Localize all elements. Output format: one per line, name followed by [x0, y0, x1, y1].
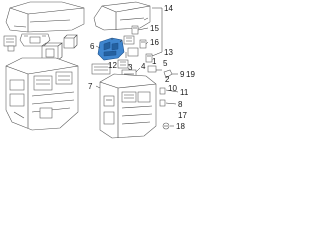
callout-11: 11	[180, 88, 189, 97]
fuse-8	[159, 99, 166, 107]
callout-5: 5	[163, 59, 168, 68]
small-relay-center	[63, 34, 78, 49]
callout-19: 19	[186, 70, 195, 79]
fuse-box-cover	[5, 1, 85, 33]
callout-9: 9	[180, 70, 185, 79]
callout-15: 15	[150, 24, 159, 33]
junction-box-cover	[93, 1, 151, 31]
fuse-15	[131, 25, 139, 35]
callout-labels: 14 15 16 13 6 12 3 4 1 5 9 2 7 11 10 8 1…	[88, 4, 195, 131]
callout-7: 7	[88, 82, 93, 91]
main-fuse-block	[99, 73, 157, 139]
callout-1: 1	[152, 57, 157, 66]
highlighted-relay-block	[97, 37, 125, 61]
connector-bracket	[19, 33, 51, 47]
relay-block-left	[3, 35, 17, 52]
parts-diagram: 14 15 16 13 6 12 3 4 1 5 9 2 7 11 10 8 1…	[3, 1, 195, 139]
callout-18: 18	[176, 122, 185, 131]
leader-lines	[95, 7, 179, 127]
callout-10: 10	[168, 84, 177, 93]
callout-3: 3	[128, 63, 133, 72]
callout-4: 4	[141, 62, 146, 71]
square-relay	[41, 42, 63, 61]
mini-relay-right	[147, 65, 157, 73]
callout-6: 6	[90, 42, 95, 51]
callout-8: 8	[178, 100, 183, 109]
fuse-16	[139, 39, 147, 49]
callout-13: 13	[164, 48, 173, 57]
callout-2: 2	[165, 75, 170, 84]
fuse-13	[145, 53, 153, 63]
connector-cluster	[91, 35, 139, 75]
callout-14: 14	[164, 4, 173, 13]
bolt-18	[162, 122, 170, 130]
fuse-11	[159, 87, 166, 95]
callout-17: 17	[178, 111, 187, 120]
callout-12: 12	[108, 61, 117, 70]
callout-16: 16	[150, 38, 159, 47]
fuse-box-base	[5, 57, 79, 131]
